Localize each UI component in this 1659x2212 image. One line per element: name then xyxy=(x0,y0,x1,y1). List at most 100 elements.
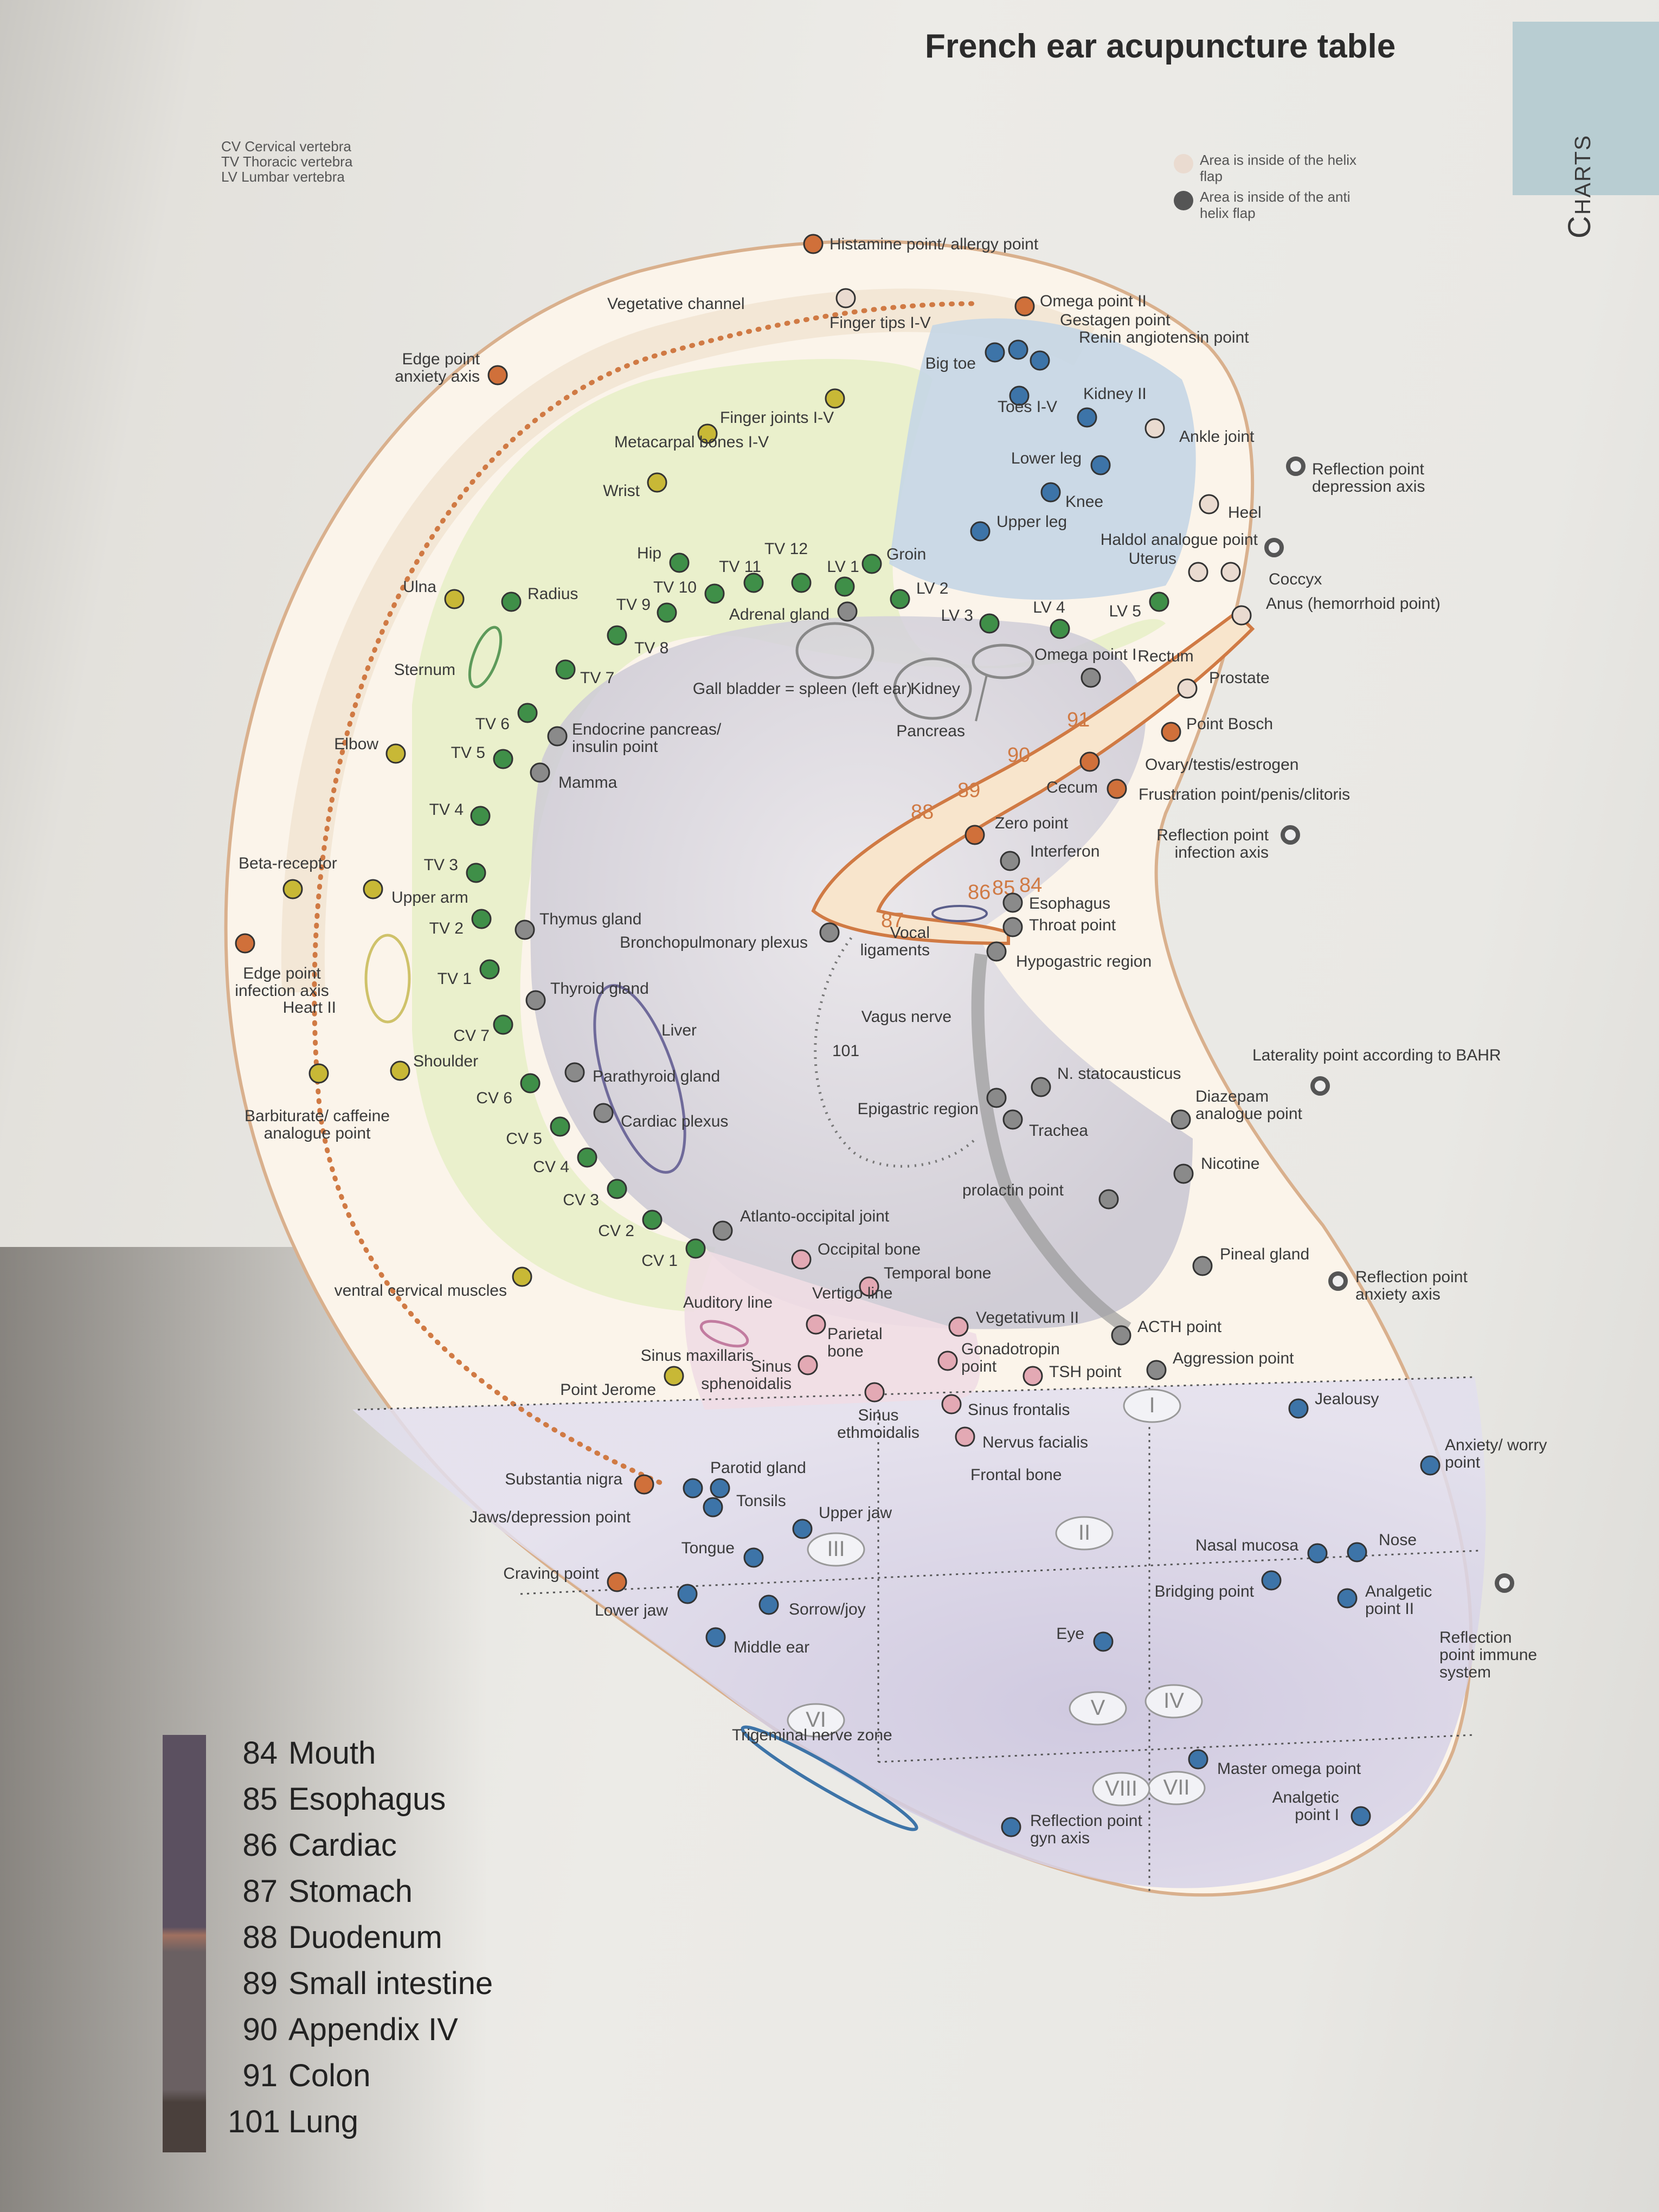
prolactin-point-marker-icon xyxy=(1098,1189,1119,1210)
mamma-label: Mamma xyxy=(558,774,618,792)
point-auditory-line: Auditory line xyxy=(683,1294,773,1311)
histamine-point-allergy-point-label: Histamine point/ allergy point xyxy=(829,235,1039,253)
endocrine-pancreas-insulin-point-label: Endocrine pancreas/insulin point xyxy=(572,721,722,756)
legend-item-number: 90 xyxy=(242,2012,278,2047)
vegetative-channel-label: Vegetative channel xyxy=(607,295,745,313)
point-liver: Liver xyxy=(661,1021,697,1039)
tv-2-label: TV 2 xyxy=(429,919,464,937)
pancreas-label: Pancreas xyxy=(896,722,965,740)
point-cv-4: CV 4 xyxy=(533,1147,597,1176)
intestine-number-87: 87 xyxy=(881,909,904,932)
point-frontal-bone: Frontal bone xyxy=(970,1466,1062,1484)
haldol-analogue-point-label: Haldol analogue point xyxy=(1101,531,1258,549)
point-lv-4: LV 4 xyxy=(1033,599,1070,639)
point-tv-9: TV 9 xyxy=(616,596,677,623)
cv-2-label: CV 2 xyxy=(598,1222,634,1240)
bronchopulmonary-plexus-label: Bronchopulmonary plexus xyxy=(620,934,808,951)
upper-jaw-marker-icon xyxy=(792,1519,813,1539)
lv-4-label: LV 4 xyxy=(1033,599,1065,616)
tv-4-marker-icon xyxy=(470,806,491,826)
hypogastric-region-marker-icon xyxy=(986,941,1007,962)
point-tv-3: TV 3 xyxy=(424,856,486,883)
groin-label: Groin xyxy=(886,545,926,563)
ventral-cervical-muscles-marker-icon xyxy=(512,1266,532,1287)
point-zero-point: Zero point xyxy=(964,814,1069,845)
trachea-marker-icon xyxy=(1002,1109,1023,1130)
point-metacarpal-bones-i-v: Metacarpal bones I-V xyxy=(614,423,769,451)
point-cv-6: CV 6 xyxy=(476,1073,541,1107)
vertigo-line-label: Vertigo line xyxy=(812,1284,892,1302)
legend-color-bar xyxy=(163,1735,206,2152)
point-anus-hemorrhoid-point: Anus (hemorrhoid point) xyxy=(1231,595,1441,626)
heart-ii-label: Heart II xyxy=(283,999,336,1017)
ventral-cervical-muscles-label: ventral cervical muscles xyxy=(335,1282,507,1300)
point-wrist: Wrist xyxy=(603,472,667,500)
frontal-bone-label: Frontal bone xyxy=(970,1466,1062,1484)
sinus-sphenoidalis-marker-icon xyxy=(798,1355,818,1375)
sinus-maxillaris-label: Sinus maxillaris xyxy=(641,1347,754,1365)
point-point-bosch: Point Bosch xyxy=(1161,715,1273,742)
intestine-number-90: 90 xyxy=(1007,744,1030,767)
parathyroid-gland-marker-icon xyxy=(564,1062,585,1083)
point-throat-point: Throat point xyxy=(1002,916,1116,937)
tv-7-marker-icon xyxy=(555,659,576,680)
point-lower-leg: Lower leg xyxy=(1011,449,1111,475)
legend-item-name: Colon xyxy=(288,2058,371,2093)
esophagus-label: Esophagus xyxy=(1029,895,1110,912)
tragus-zone xyxy=(684,1247,980,1410)
point-sinus-frontalis: Sinus frontalis xyxy=(941,1394,1070,1419)
point-cv-2: CV 2 xyxy=(598,1210,663,1240)
lower-leg-marker-icon xyxy=(1090,455,1111,475)
legend-item-name: Appendix IV xyxy=(288,2012,458,2047)
point-upper-leg: Upper leg xyxy=(970,513,1067,542)
elbow-marker-icon xyxy=(385,743,406,764)
key-antihelix: Area is inside of the anti helix flap xyxy=(1174,189,1358,221)
renin-angiotensin-point-label: Renin angiotensin point xyxy=(1079,329,1249,346)
point-hip: Hip xyxy=(637,544,690,573)
point-tv-4: TV 4 xyxy=(429,801,491,826)
uterus-label: Uterus xyxy=(1129,550,1176,568)
radius-label: Radius xyxy=(528,585,578,603)
zone-iv-badge xyxy=(1144,1684,1203,1719)
point-jerome-marker-icon xyxy=(664,1366,684,1386)
anxiety-worry-point-marker-icon xyxy=(1420,1455,1441,1476)
point-haldol-analogue-point: Haldol analogue point xyxy=(1101,531,1284,557)
vagus-nerve-label: Vagus nerve xyxy=(861,1008,951,1026)
lv-4-marker-icon xyxy=(1050,619,1070,639)
legend-item-name: Duodenum xyxy=(288,1920,442,1955)
knee-marker-icon xyxy=(1040,482,1061,503)
epigastric-region-marker-icon xyxy=(986,1088,1007,1108)
eye-marker-icon xyxy=(1093,1631,1114,1652)
hip-label: Hip xyxy=(637,544,661,562)
point-renin-angiotensin-point: Renin angiotensin point xyxy=(1030,329,1249,371)
point-craving-point: Craving point xyxy=(503,1565,627,1592)
point-master-omega-point: Master omega point xyxy=(1188,1749,1361,1778)
tv-2-marker-icon xyxy=(471,909,492,929)
histamine-point-allergy-point-marker-icon xyxy=(803,234,824,254)
throat-point-marker-icon xyxy=(1002,917,1023,937)
mamma-marker-icon xyxy=(530,762,550,783)
frustration-point-penis-clitoris-label: Frustration point/penis/clitoris xyxy=(1139,786,1350,803)
nose-label: Nose xyxy=(1379,1531,1417,1549)
point-kidney: Kidney xyxy=(910,680,960,698)
tv-8-marker-icon xyxy=(607,625,627,646)
cv-4-marker-icon xyxy=(577,1147,597,1168)
zone-viii-label: VIII xyxy=(1105,1777,1137,1801)
lv-2-label: LV 2 xyxy=(916,580,949,597)
point-ventral-cervical-muscles: ventral cervical muscles xyxy=(335,1266,532,1300)
trigeminal-zone-outline xyxy=(741,1725,918,1831)
point-radius: Radius xyxy=(501,585,578,612)
point-toes-i-v: Toes I-V xyxy=(998,385,1057,416)
point-cecum: Cecum xyxy=(1046,779,1098,796)
legend-item-number: 88 xyxy=(242,1920,278,1955)
aggression-point-label: Aggression point xyxy=(1173,1349,1294,1367)
point-nasal-mucosa: Nasal mucosa xyxy=(1195,1536,1328,1564)
lower-leg-label: Lower leg xyxy=(1011,449,1082,467)
